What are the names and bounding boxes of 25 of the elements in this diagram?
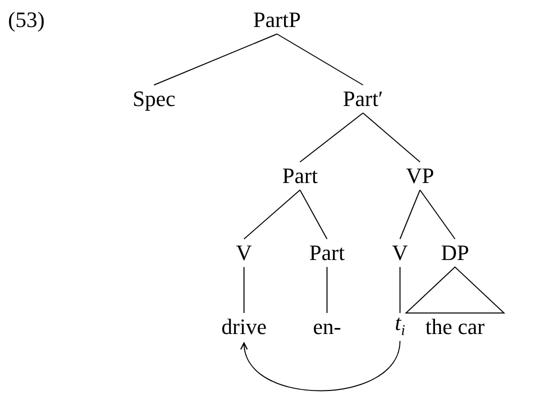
category-label: PartP — [253, 7, 301, 33]
terminal-word: en- — [312, 314, 342, 340]
category-label: Part — [282, 163, 318, 189]
category-label: DP — [440, 240, 470, 266]
example-number: (53) — [8, 7, 45, 33]
terminal-word: drive — [221, 314, 267, 340]
category-label: V — [236, 240, 252, 266]
tree-branch — [154, 34, 278, 86]
tree-branch — [420, 190, 456, 240]
category-label: Part′ — [342, 86, 384, 112]
terminal-word: the car — [425, 314, 485, 340]
tree-branch — [300, 112, 364, 162]
tree-branch — [362, 112, 420, 162]
tree-branch — [244, 190, 300, 240]
phrase-triangle — [404, 266, 506, 314]
category-label: Part — [309, 240, 345, 266]
tree-branch — [326, 266, 328, 314]
category-label: VP — [406, 163, 434, 189]
category-label: V — [392, 240, 408, 266]
movement-arrow — [242, 340, 400, 392]
tree-branch — [400, 190, 420, 240]
tree-branch — [300, 190, 328, 240]
category-label: Spec — [132, 86, 176, 112]
terminal-word: t$_{i}$ — [394, 310, 406, 344]
tree-branch — [276, 34, 364, 86]
